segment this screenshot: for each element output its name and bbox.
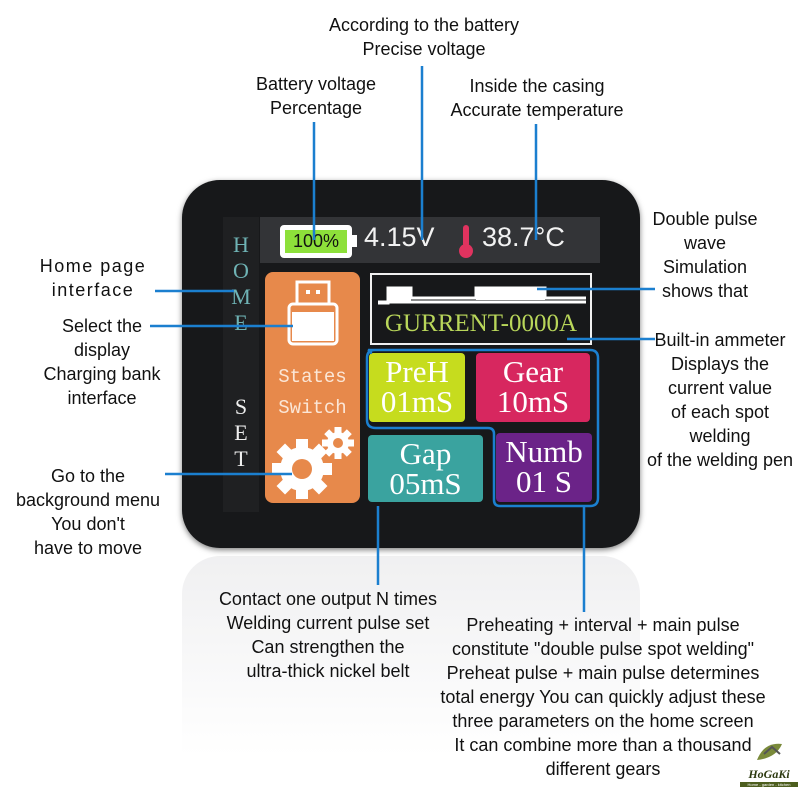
callout-line-text: different gears <box>545 759 661 779</box>
brand-tagline: Home - garden - kitchen <box>740 782 798 787</box>
states-switch-label: States Switch <box>265 362 360 424</box>
callout-line-text: interface <box>51 280 135 300</box>
letter: H <box>233 232 249 257</box>
temperature-readout: 38.7°C <box>482 222 565 252</box>
callout-line-text: Built-in ammeter <box>654 330 786 350</box>
callout-line-text: Simulation <box>662 257 748 277</box>
switch-text: Switch <box>278 397 347 419</box>
callout-line-text: wave <box>683 233 727 253</box>
callout-line-text: ultra-thick nickel belt <box>246 661 410 681</box>
callout-line-text: Charging bank <box>43 364 161 384</box>
callout-line-text: Select the <box>61 316 143 336</box>
brand-name: HoGaKi <box>748 767 790 781</box>
callout-line-text: According to the battery <box>328 15 520 35</box>
callout-line-text: Can strengthen the <box>251 637 405 657</box>
callout-line-text: Battery voltage <box>255 74 377 94</box>
tile-label: Gear <box>502 354 564 389</box>
callout-line-text: shows that <box>661 281 749 301</box>
callout-line-text: of each spot <box>670 402 770 422</box>
letter: E <box>234 420 248 445</box>
sidebar <box>223 217 259 512</box>
letter: M <box>231 284 251 309</box>
callout-line-text: Accurate temperature <box>450 100 624 120</box>
tile-value: 05mS <box>389 466 462 501</box>
device-reflection <box>182 556 640 756</box>
tile-label: Gap <box>399 436 452 471</box>
callout-line-text: Home page <box>39 256 147 276</box>
usb-drive-icon <box>287 280 339 346</box>
callout-line-text: Contact one output N times <box>218 589 438 609</box>
callout-line-text: Preheat pulse + main pulse determines <box>446 663 760 683</box>
callout-line-text: welding <box>689 426 751 446</box>
brand-logo: HoGaKi Home - garden - kitchen <box>740 740 798 787</box>
tile-value: 01 S <box>516 464 572 499</box>
callout-home-page: Home page interface <box>40 254 147 302</box>
letter: O <box>233 258 249 283</box>
pulse-wave-graphic <box>378 286 586 305</box>
callout-line-text: interface <box>67 388 137 408</box>
callout-line-text: Displays the <box>670 354 770 374</box>
sidebar-home-tab[interactable]: H O M E <box>231 232 251 336</box>
sidebar-set-tab[interactable]: S E T <box>231 394 251 472</box>
letter: T <box>234 446 248 471</box>
tile-label: Numb <box>505 434 583 469</box>
tile-label: PreH <box>385 354 449 389</box>
callout-line-text: Go to the <box>50 466 126 486</box>
gear-icon[interactable] <box>268 425 358 500</box>
callout-line-text: background menu <box>15 490 161 510</box>
tile-value: 01mS <box>380 384 454 419</box>
battery-tip <box>352 235 357 247</box>
callout-line-text: Welding current pulse set <box>226 613 430 633</box>
callout-line-text: Percentage <box>269 98 363 118</box>
callout-line-text: You don't <box>51 514 125 534</box>
callout-preheating: Preheating + interval + main pulse consti… <box>440 613 765 781</box>
tile-value: 10mS <box>496 384 570 419</box>
battery-icon: 100% <box>280 225 352 258</box>
callout-line-text: constitute "double pulse spot welding" <box>452 639 754 659</box>
current-readout: GURRENT-0000A <box>384 310 578 337</box>
callout-line-text: three parameters on the home screen <box>452 711 754 731</box>
callout-line-text: It can combine more than a thousand <box>454 735 752 755</box>
ammeter-box <box>370 273 592 345</box>
callout-line-text: Preheating + interval + main pulse <box>466 615 740 635</box>
callout-line-text: of the welding pen <box>646 450 794 470</box>
house-leaf-icon <box>757 743 782 760</box>
callout-line-text: total energy You can quickly adjust thes… <box>440 687 766 707</box>
callout-line-text: Double pulse <box>652 209 758 229</box>
callout-line-text: have to move <box>33 538 143 558</box>
callout-line-text: display <box>73 340 131 360</box>
callout-line-text: Precise voltage <box>362 39 486 59</box>
thermometer-icon <box>459 225 473 258</box>
battery-percentage: 100% <box>285 230 347 253</box>
callout-line-text: Inside the casing <box>469 76 605 96</box>
states-text: States <box>278 366 347 388</box>
letter: S <box>234 394 248 419</box>
callout-line-text: current value <box>667 378 773 398</box>
letter: E <box>234 310 248 335</box>
